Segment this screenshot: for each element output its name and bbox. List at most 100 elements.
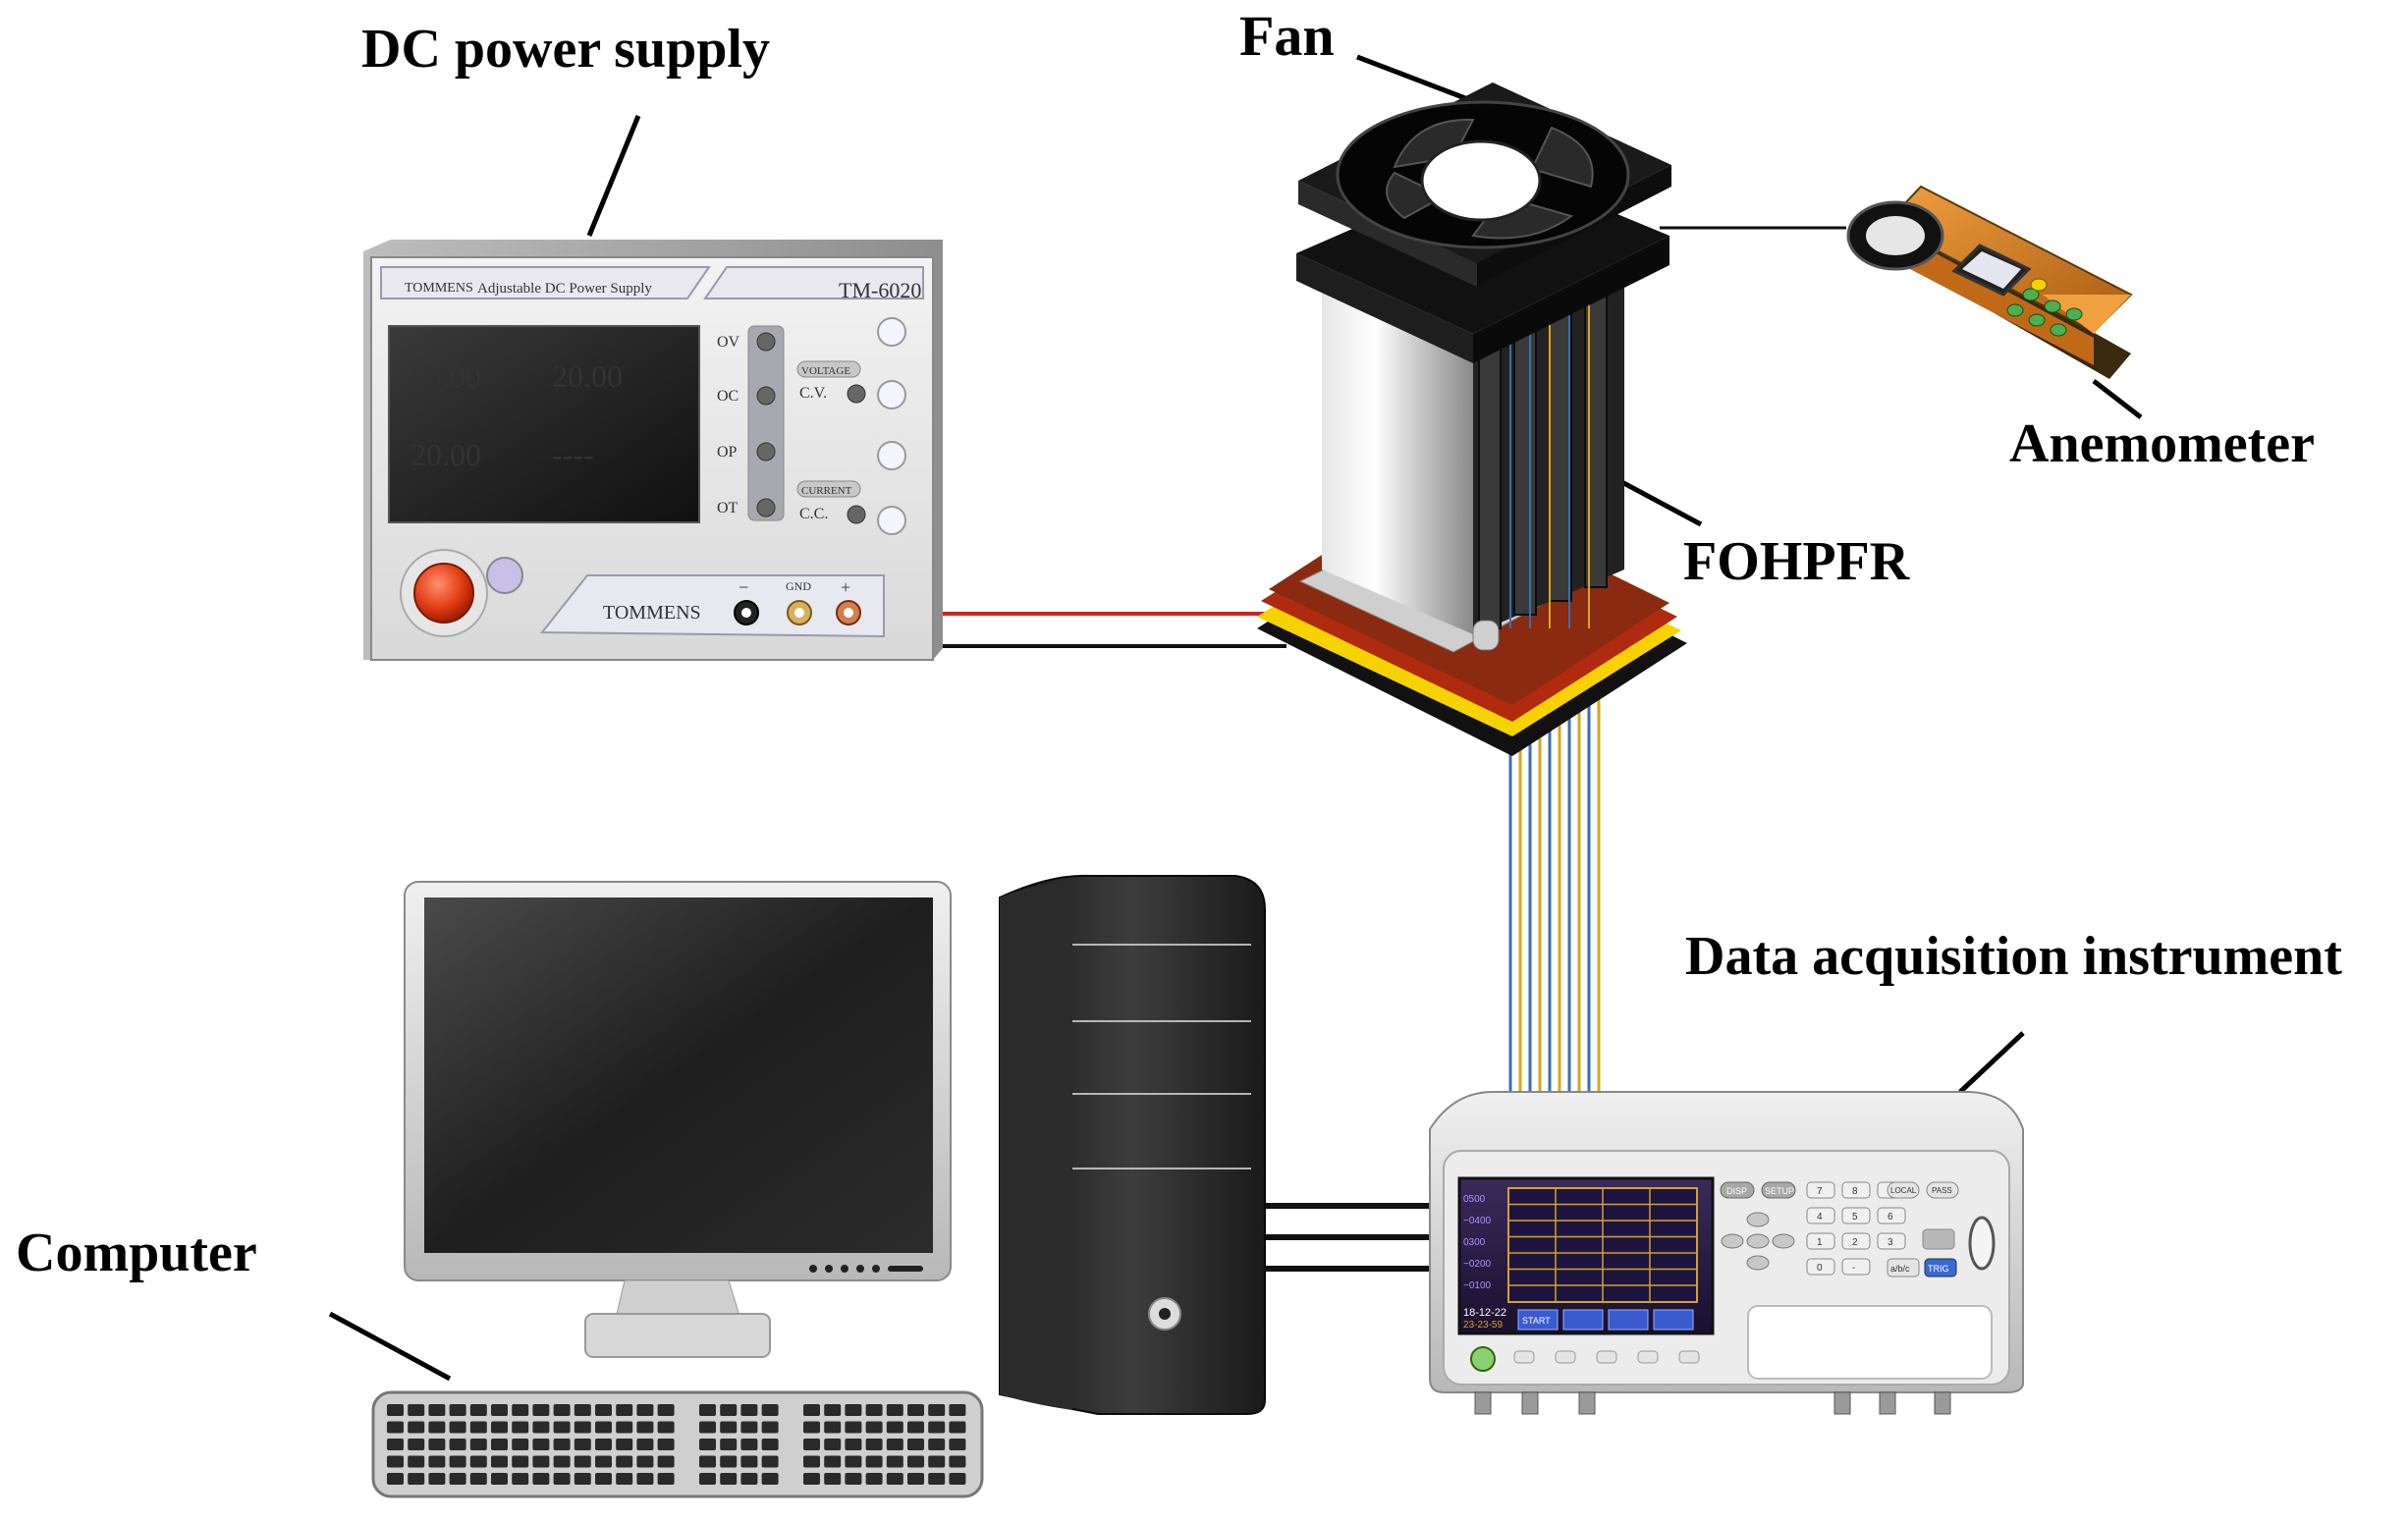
keyboard-key[interactable] [657,1439,675,1450]
daq-trig-button[interactable] [1924,1258,1957,1277]
keyboard-key[interactable] [636,1455,654,1468]
keyboard-key[interactable] [512,1404,529,1416]
psu-power-button[interactable] [413,563,474,624]
keyboard-key[interactable] [740,1455,758,1468]
keyboard-key[interactable] [512,1421,529,1434]
keyboard-key[interactable] [469,1421,487,1434]
keyboard-key[interactable] [886,1404,903,1416]
keyboard-key[interactable] [740,1404,758,1416]
keyboard-key[interactable] [532,1404,550,1416]
daq-gray-key[interactable] [1922,1228,1955,1250]
keyboard-key[interactable] [387,1473,404,1485]
keyboard-key[interactable] [720,1404,738,1416]
keyboard-key[interactable] [449,1404,466,1416]
keyboard-key[interactable] [469,1439,487,1450]
keyboard-key[interactable] [845,1455,862,1468]
keyboard-key[interactable] [449,1439,466,1450]
keyboard-key[interactable] [616,1439,633,1450]
daq-disp-button[interactable] [1720,1181,1755,1199]
keyboard-key[interactable] [512,1473,529,1485]
keyboard-key[interactable] [428,1455,446,1468]
keyboard-key[interactable] [491,1455,508,1468]
daq-key[interactable] [1806,1232,1835,1250]
keyboard-key[interactable] [949,1421,966,1434]
daq-soft-keys[interactable] [1517,1309,1694,1331]
keyboard-key[interactable] [616,1421,633,1434]
keyboard-key[interactable] [449,1455,466,1468]
keyboard-key[interactable] [512,1455,529,1468]
keyboard-key[interactable] [720,1439,738,1450]
daq-key[interactable] [1841,1181,1871,1199]
keyboard-key[interactable] [928,1439,946,1450]
keyboard-key[interactable] [928,1404,946,1416]
keyboard-key[interactable] [761,1439,779,1450]
keyboard-key[interactable] [699,1439,716,1450]
keyboard-key[interactable] [886,1455,903,1468]
daq-key[interactable] [1806,1181,1835,1199]
daq-key[interactable] [1877,1207,1906,1224]
psu-aux-button[interactable] [486,557,523,594]
keyboard-key[interactable] [824,1439,842,1450]
keyboard-key[interactable] [512,1439,529,1450]
daq-abc-button[interactable] [1887,1258,1920,1277]
keyboard-key[interactable] [574,1439,591,1450]
keyboard-key[interactable] [387,1404,404,1416]
anemometer-buttons[interactable] [2006,288,2083,337]
keyboard-key[interactable] [949,1439,966,1450]
keyboard-key[interactable] [553,1439,571,1450]
keyboard-key[interactable] [469,1404,487,1416]
keyboard-key[interactable] [803,1421,820,1434]
keyboard-key[interactable] [845,1421,862,1434]
keyboard-key[interactable] [574,1473,591,1485]
keyboard-key[interactable] [720,1455,738,1468]
keyboard-key[interactable] [574,1404,591,1416]
keyboard-key[interactable] [616,1404,633,1416]
daq-rotary-knob[interactable] [1968,1216,1996,1271]
keyboard-key[interactable] [553,1473,571,1485]
keyboard-key[interactable] [928,1455,946,1468]
keyboard-key[interactable] [408,1455,425,1468]
keyboard-key[interactable] [491,1421,508,1434]
daq-key[interactable] [1841,1232,1871,1250]
keyboard-key[interactable] [449,1421,466,1434]
keyboard-key[interactable] [595,1473,612,1485]
keyboard-key[interactable] [720,1473,738,1485]
keyboard-key[interactable] [532,1439,550,1450]
keyboard-key[interactable] [865,1404,883,1416]
keyboard-key[interactable] [636,1404,654,1416]
keyboard-key[interactable] [865,1455,883,1468]
keyboard-key[interactable] [387,1455,404,1468]
keyboard-key[interactable] [928,1421,946,1434]
keyboard-key[interactable] [387,1439,404,1450]
keyboard-key[interactable] [740,1439,758,1450]
keyboard-key[interactable] [865,1421,883,1434]
keyboard-key[interactable] [657,1404,675,1416]
keyboard-key[interactable] [428,1404,446,1416]
keyboard-key[interactable] [428,1439,446,1450]
keyboard-key[interactable] [886,1473,903,1485]
keyboard-key[interactable] [428,1421,446,1434]
daq-key[interactable] [1841,1258,1871,1276]
keyboard-key[interactable] [699,1421,716,1434]
keyboard-key[interactable] [532,1455,550,1468]
keyboard-key[interactable] [699,1455,716,1468]
psu-side-buttons[interactable] [877,317,906,535]
keyboard-key[interactable] [845,1473,862,1485]
keyboard-key[interactable] [428,1473,446,1485]
keyboard-key[interactable] [761,1473,779,1485]
keyboard-key[interactable] [886,1439,903,1450]
keyboard-key[interactable] [408,1404,425,1416]
daq-key[interactable] [1806,1258,1835,1276]
keyboard-key[interactable] [595,1421,612,1434]
keyboard-key[interactable] [761,1404,779,1416]
daq-pass-button[interactable] [1926,1181,1959,1199]
keyboard-key[interactable] [449,1473,466,1485]
keyboard-key[interactable] [469,1455,487,1468]
keyboard-key[interactable] [824,1473,842,1485]
keyboard-key[interactable] [657,1473,675,1485]
keyboard-key[interactable] [387,1421,404,1434]
keyboard-key[interactable] [949,1455,966,1468]
daq-power-button[interactable] [1470,1346,1496,1372]
keyboard-key[interactable] [553,1455,571,1468]
daq-arrow-keys[interactable] [1721,1212,1795,1271]
